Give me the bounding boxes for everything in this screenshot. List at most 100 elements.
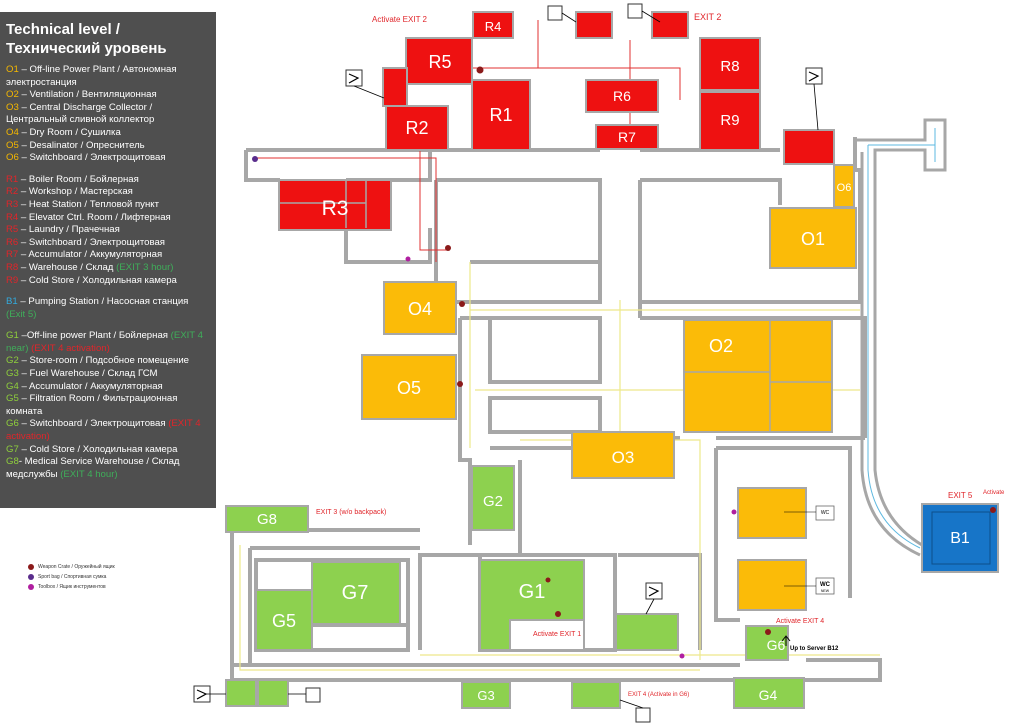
wall-segment [488,316,602,384]
legend-text: – Accumulator / Аккумуляторная [18,249,163,261]
legend-code: G5 [6,393,19,405]
legend-text: – Boiler Room / Бойлерная [18,173,139,185]
activate-exit1-label: Activate EXIT 1 [533,631,581,638]
room-o4[interactable] [383,281,457,335]
room-g4[interactable] [733,677,805,709]
legend-item-g2: G2 – Store-room / Подсобное помещение [6,355,210,368]
label-g1: G1 [519,581,546,603]
room-labels: R4 R5 R1 R2 R6 R7 R8 R9 R3 O1 O6 O4 O5 O… [257,19,970,703]
sport-bag-marker [252,156,258,162]
exit2-label: EXIT 2 [694,12,721,22]
legend-code: R8 [6,261,19,273]
weapon-crate-marker [545,577,551,583]
legend-code: O3 [6,101,19,113]
legend-item-r1: R1 – Boiler Room / Бойлерная [6,174,210,187]
room-o5[interactable] [361,354,457,420]
toolbox-marker [405,256,411,262]
legend-item-r3: R3 – Heat Station / Тепловой пункт [6,199,210,212]
legend-text: – Switchboard / Электрощитовая [18,418,166,430]
room-unlabeled-2[interactable] [651,11,689,39]
marker-key-label: Sport bag / Спортивная сумка [38,574,107,580]
room-o6[interactable] [833,164,855,208]
legend-code: R3 [6,198,19,210]
legend-item-g3: G3 – Fuel Warehouse / Склад ГСМ [6,368,210,381]
legend-item-r2: R2 – Workshop / Мастерская [6,186,210,199]
legend-code: R6 [6,236,19,248]
elevator-icon [305,687,321,703]
room-o3[interactable] [571,431,675,479]
label-o6: O6 [837,182,852,194]
r3-partitions [279,180,367,228]
legend-code: B1 [6,296,18,308]
room-green-exit4[interactable] [571,681,621,709]
room-unlabeled-1[interactable] [575,11,613,39]
legend-code: R1 [6,173,19,185]
room-r2[interactable] [385,105,449,151]
room-o2[interactable] [683,319,833,433]
item-markers [252,66,996,659]
legend-text: – Pumping Station / Насосная станция [17,296,189,308]
yellow-routes [239,262,880,671]
legend-title: Technical level / Технический уровень [6,21,167,57]
marker-key-label: Toolbox / Ящик инструментов [38,584,106,590]
room-orange-wc1[interactable] [737,487,807,539]
b1-inner-frame [931,511,991,565]
legend-text: – Elevator Ctrl. Room / Лифтерная [18,211,171,223]
legend-item-g1: G1 –Off-line power Plant / Бойлерная (EX… [6,330,210,355]
legend-item-g5: G5 – Filtration Room / Фильтрационная ко… [6,393,210,418]
room-g8[interactable] [225,505,309,533]
red-rooms [278,11,835,231]
room-r5-annex[interactable] [382,67,408,107]
marker-key-item: Toolbox / Ящик инструментов [28,582,115,592]
room-r4[interactable] [472,11,514,39]
room-g3[interactable] [461,681,511,709]
room-orange-wc2[interactable] [737,559,807,611]
legend-item-r4: R4 – Elevator Ctrl. Room / Лифтерная [6,212,210,225]
room-r3[interactable] [278,179,392,231]
room-r9[interactable] [699,91,761,151]
legend-text: – Warehouse / Склад [18,261,114,273]
legend-exit-note: (EXIT 4 near) [6,330,203,354]
room-r6[interactable] [585,79,659,113]
legend-exit-note: (EXIT 4 activation) [28,342,110,354]
legend-item-r8: R8 – Warehouse / Склад (EXIT 3 hour) [6,262,210,275]
room-r1[interactable] [471,79,531,151]
legend-text: – Laundry / Прачечная [18,224,120,236]
room-r5[interactable] [405,37,473,85]
wall-segment [344,228,432,264]
legend-code: R9 [6,274,19,286]
label-r2: R2 [405,118,428,138]
legend-text: – Fuel Warehouse / Склад ГСМ [18,368,158,380]
room-r7[interactable] [595,124,659,150]
label-r3: R3 [322,197,349,220]
stairs-icon [345,69,363,87]
exit3-label: EXIT 3 (w/o backpack) [316,509,386,516]
wall-segment [860,152,921,557]
red-routes [255,20,681,262]
legend-text: – Switchboard / Электрощитовая [18,152,166,164]
legend-item-o3: O3 – Central Discharge Collector / Центр… [6,102,210,127]
legend-item-r9: R9 – Cold Store / Холодильная камера [6,275,210,288]
room-green-sw1[interactable] [225,679,257,707]
room-unlabeled-3[interactable] [783,129,835,165]
wall-segment [279,180,367,228]
room-r8[interactable] [699,37,761,91]
activate-label: Activate [983,490,1005,496]
room-green-unlabeled[interactable] [615,613,679,651]
room-g7[interactable] [311,561,401,625]
room-o1[interactable] [769,207,857,269]
room-g5[interactable] [255,589,313,651]
legend-code: O2 [6,89,19,101]
legend-text: – Heat Station / Тепловой пункт [18,198,159,210]
legend-code: R2 [6,186,19,198]
legend-code: O1 [6,64,19,75]
room-b1[interactable] [921,503,999,573]
label-g7: G7 [342,582,369,604]
legend-code: G7 [6,443,19,455]
room-green-sw2[interactable] [257,679,289,707]
stair-glyphs [196,71,820,700]
marker-dot-icon [28,573,34,580]
room-g2[interactable] [471,465,515,531]
toolbox-marker [679,653,685,659]
